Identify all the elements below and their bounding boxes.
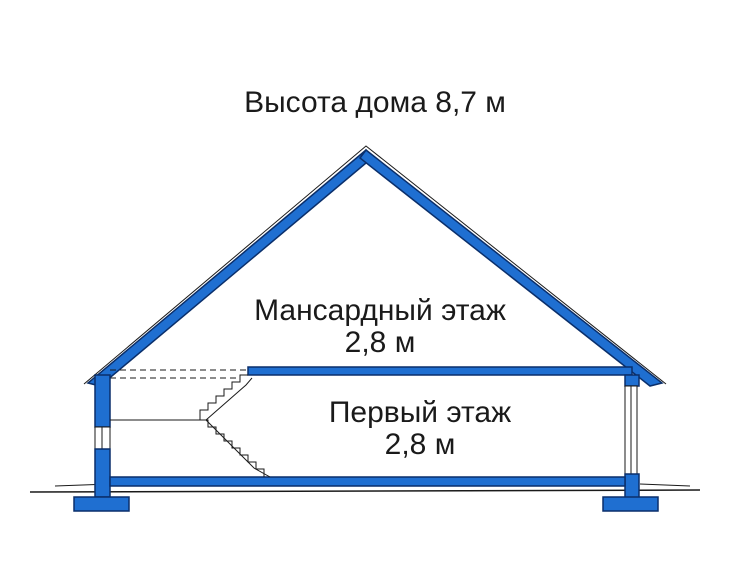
attic-floor-slab — [247, 366, 633, 376]
left-wall-lower — [94, 448, 111, 498]
first-floor-height: 2,8 м — [384, 428, 456, 461]
right-wall-lower — [624, 473, 640, 499]
attic-floor-height: 2,8 м — [344, 326, 416, 359]
staircase-upper — [199, 374, 248, 420]
right-wall-cap — [624, 374, 640, 387]
roof-edge — [83, 145, 667, 385]
attic-floor-label: Мансардный этаж 2,8 м — [200, 294, 560, 360]
ground-line — [29, 489, 701, 493]
roof-right-slope — [358, 148, 664, 387]
ground-slope-right — [639, 483, 691, 487]
ground-floor-slab — [109, 476, 626, 487]
house-height-title: Высота дома 8,7 м — [244, 86, 506, 119]
left-wall-upper — [94, 374, 111, 428]
attic-floor-name: Мансардный этаж — [254, 294, 506, 327]
first-floor-label: Первый этаж 2,8 м — [240, 396, 600, 462]
staircase-outline — [205, 377, 271, 478]
first-floor-name: Первый этаж — [328, 396, 512, 429]
right-foundation — [602, 496, 659, 512]
left-foundation — [73, 496, 130, 512]
